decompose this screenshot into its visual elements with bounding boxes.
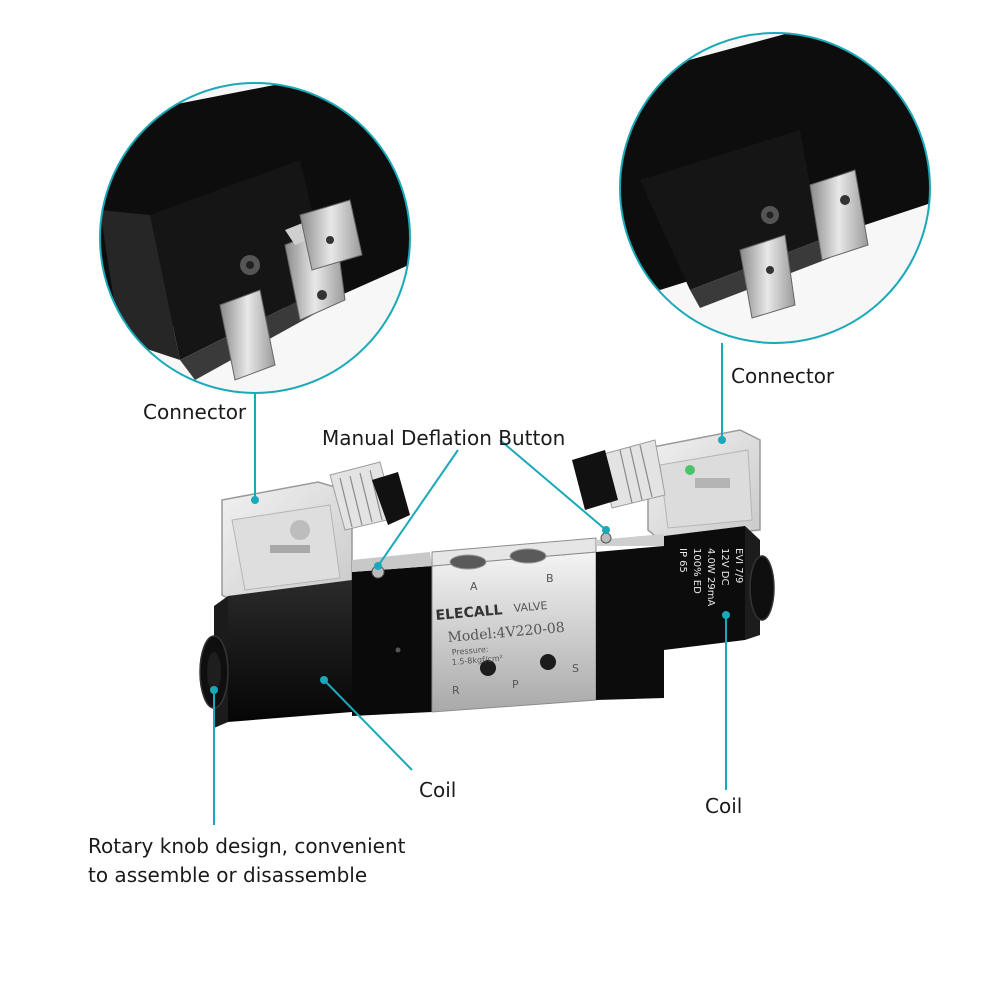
valve-body [352, 526, 664, 716]
valve-brand: ELECALL [435, 602, 503, 624]
label-connector-right: Connector [731, 364, 835, 388]
connector-zoom-left [99, 82, 411, 394]
label-coil-right: Coil [705, 794, 743, 818]
solenoid-valve: ELECALL VALVE Model:4V220-08 Pressure: 1… [199, 429, 775, 728]
left-coil [199, 580, 352, 728]
port-b-label: B [546, 572, 554, 585]
leader-lines [213, 343, 727, 825]
leader-deflation-left [377, 449, 459, 567]
label-coil-center: Coil [419, 778, 457, 802]
valve-pressure-value: 1.5-8kgf/cm² [451, 654, 503, 667]
port-r-label: R [452, 684, 460, 697]
coil-center-marker [320, 676, 328, 684]
coil-spec-line5: IP 65 [677, 548, 688, 573]
valve-pressure-label: Pressure: [451, 645, 489, 657]
right-connector-housing [572, 429, 761, 541]
coil-spec-line1: EVI 7/9 [733, 548, 744, 583]
port-p-label: P [512, 678, 519, 691]
port-s-label: S [572, 662, 579, 675]
leader-deflation-right [499, 439, 607, 531]
label-manual-deflation-button: Manual Deflation Button [322, 426, 566, 450]
right-coil [664, 526, 775, 650]
leader-coil-center [323, 679, 413, 771]
coil-spec-text: EVI 7/9 12V DC 4.0W 29mA 100% ED IP 65 [677, 548, 744, 606]
valve-type: VALVE [513, 599, 548, 615]
coil-spec-line2: 12V DC [719, 548, 730, 585]
port-a-label: A [470, 580, 478, 593]
coil-spec-line3: 4.0W 29mA [705, 548, 716, 606]
label-rotary-knob: Rotary knob design, convenient to assemb… [88, 834, 406, 887]
left-connector-housing [221, 461, 410, 605]
label-connector-left: Connector [143, 400, 247, 424]
coil-spec-line4: 100% ED [691, 548, 702, 594]
connector-zoom-right [619, 32, 931, 344]
